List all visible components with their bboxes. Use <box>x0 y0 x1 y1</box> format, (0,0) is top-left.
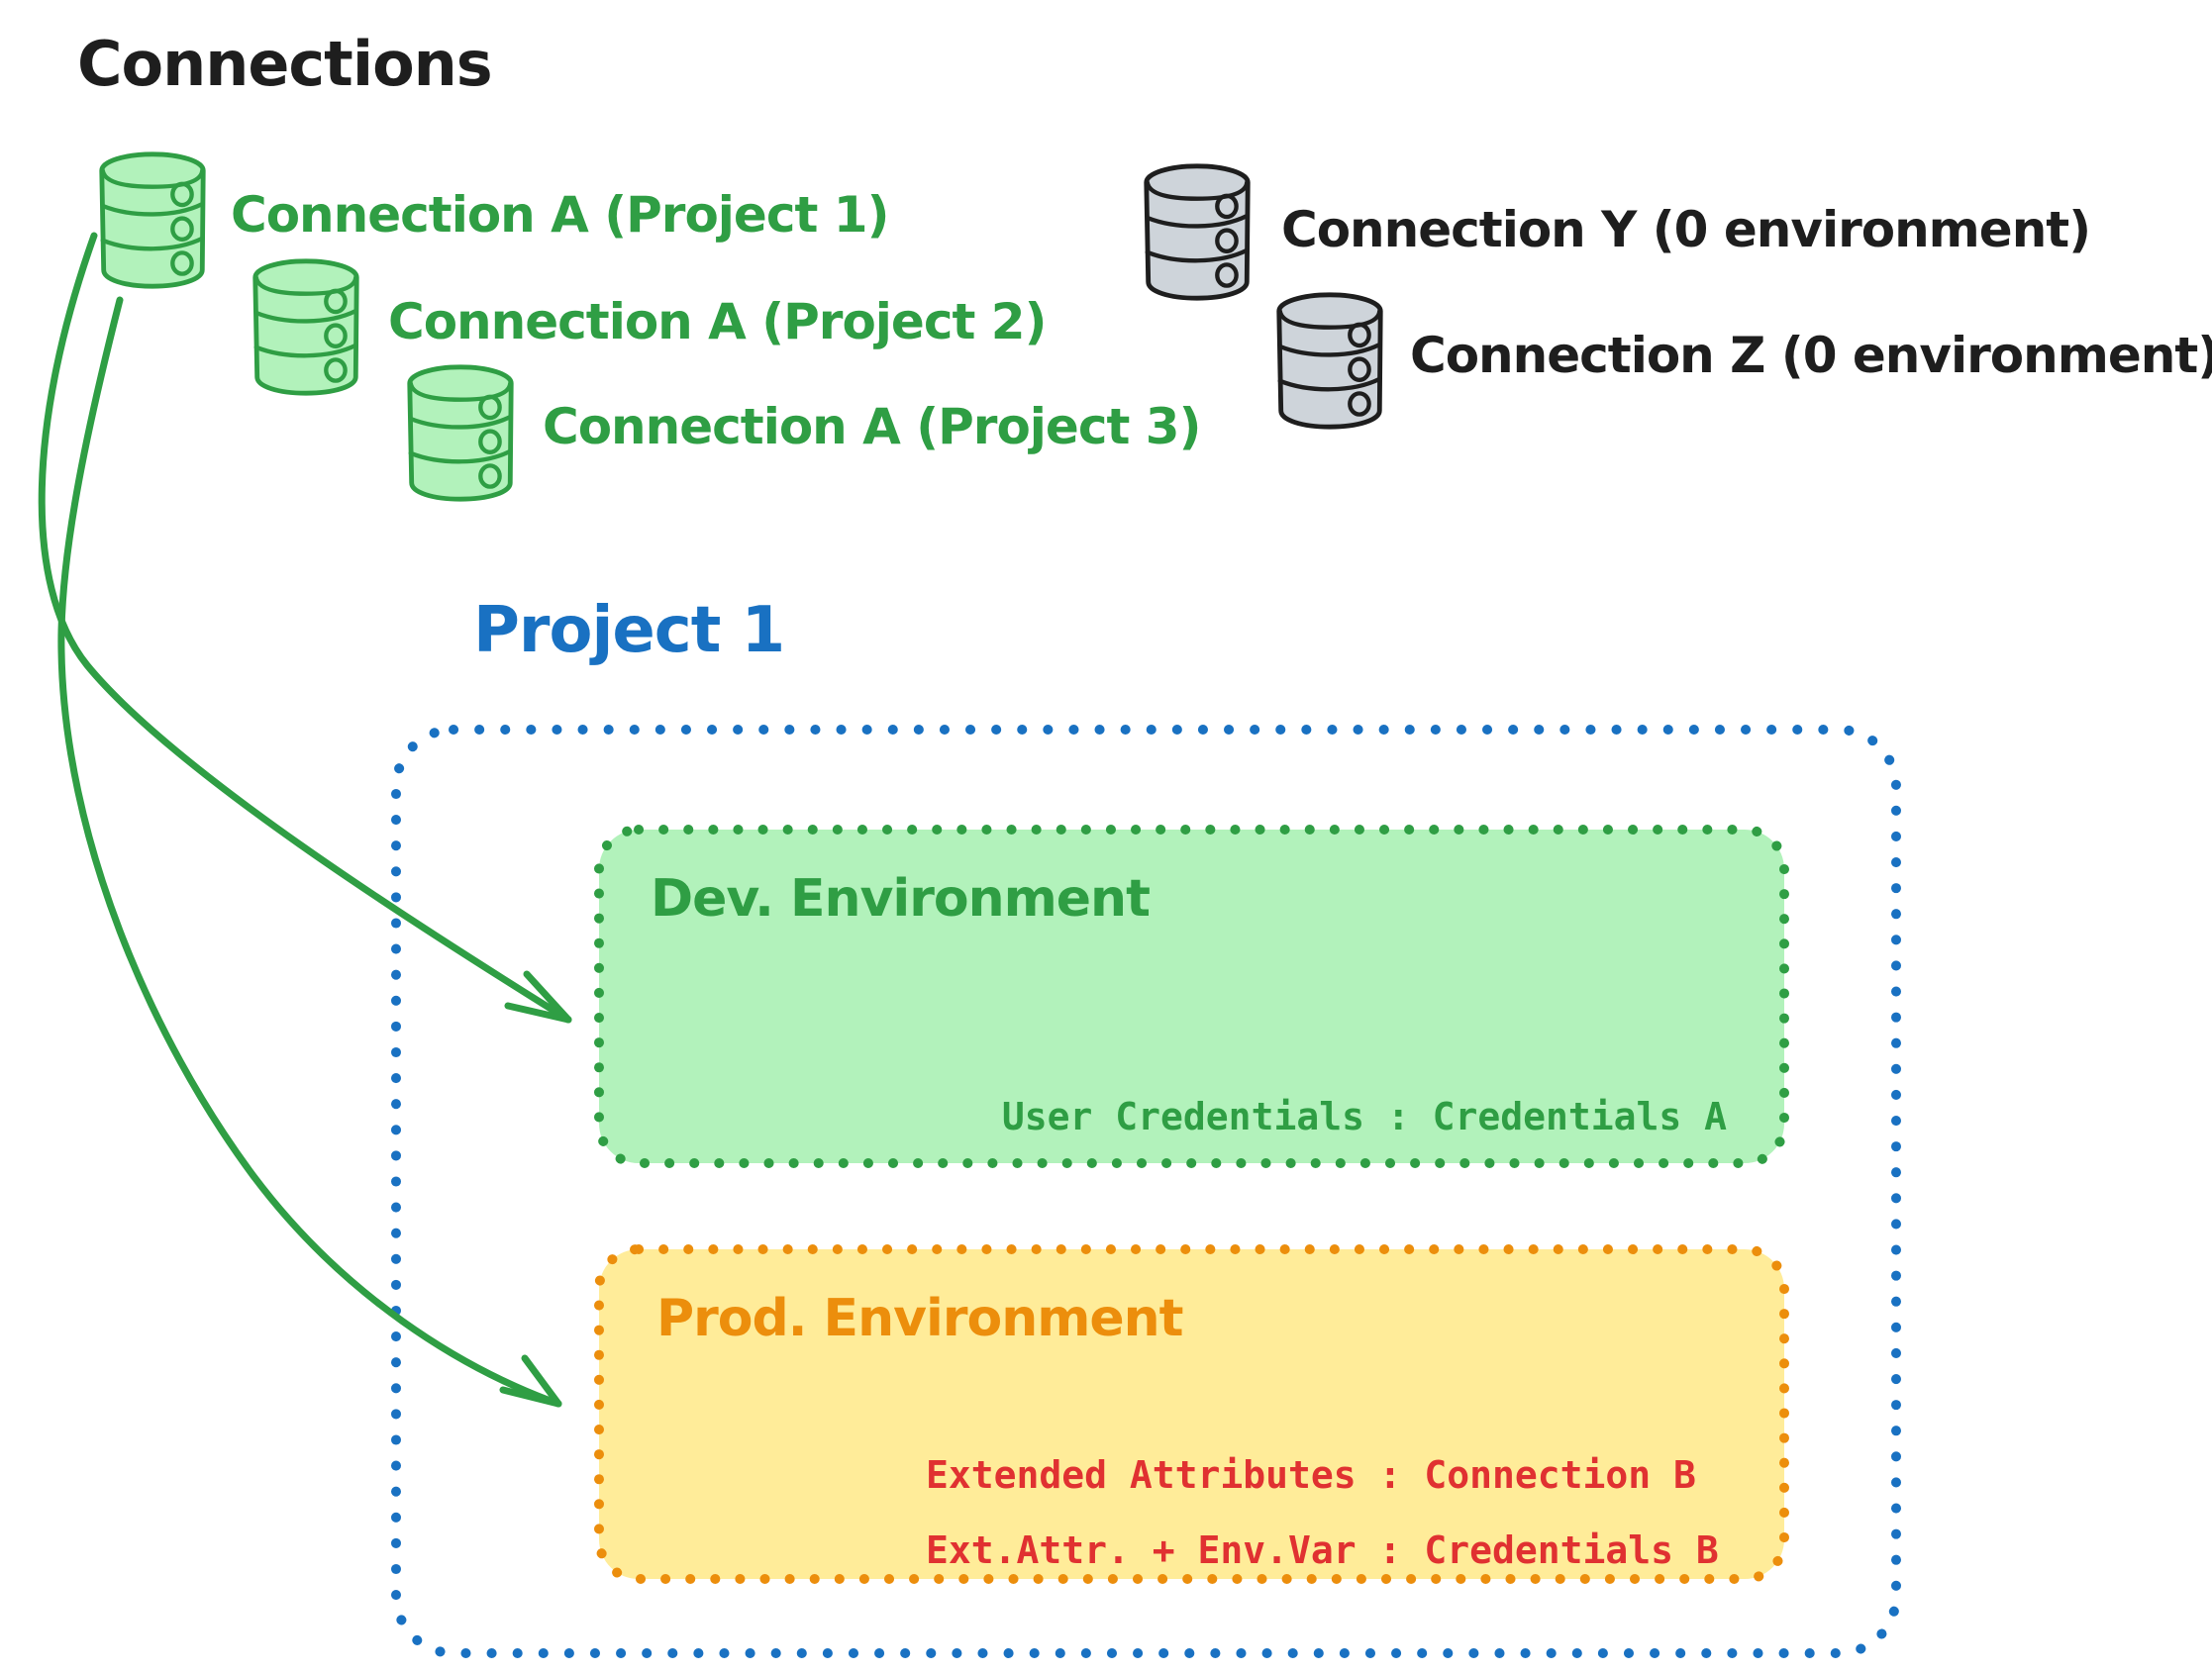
prod-environment-box <box>594 1244 1789 1584</box>
database-icon <box>1272 289 1387 433</box>
arrow-to-prod-environment <box>57 296 562 1408</box>
database-icon <box>403 361 518 505</box>
connection-z-label: Connection Z (0 environment) <box>1410 327 2212 384</box>
dev-environment-title: Dev. Environment <box>651 869 1151 929</box>
connection-a-project-2-label: Connection A (Project 2) <box>388 293 1047 350</box>
dev-credentials-text: User Credentials : Credentials A <box>1001 1095 1727 1138</box>
prod-mapping-line-ext-attr-env-var: Ext.Attr. + Env.Var : Credentials B <box>926 1528 1719 1572</box>
prod-environment-title: Prod. Environment <box>656 1289 1184 1348</box>
connection-a-project-3-label: Connection A (Project 3) <box>543 398 1201 455</box>
database-icon <box>1140 160 1255 304</box>
connection-a-project-1-label: Connection A (Project 1) <box>231 186 889 244</box>
connection-y-label: Connection Y (0 environment) <box>1281 201 2091 258</box>
database-icon <box>95 148 210 292</box>
database-icon <box>249 255 363 399</box>
diagram-title: Connections <box>77 28 493 100</box>
arrow-to-dev-environment <box>38 232 572 1024</box>
prod-mapping-text: Extended Attributes : Connection B Ext.A… <box>926 1437 1719 1588</box>
project-title: Project 1 <box>473 594 785 667</box>
dev-environment-box <box>594 825 1789 1168</box>
prod-mapping-line-extended-attributes: Extended Attributes : Connection B <box>926 1453 1696 1497</box>
